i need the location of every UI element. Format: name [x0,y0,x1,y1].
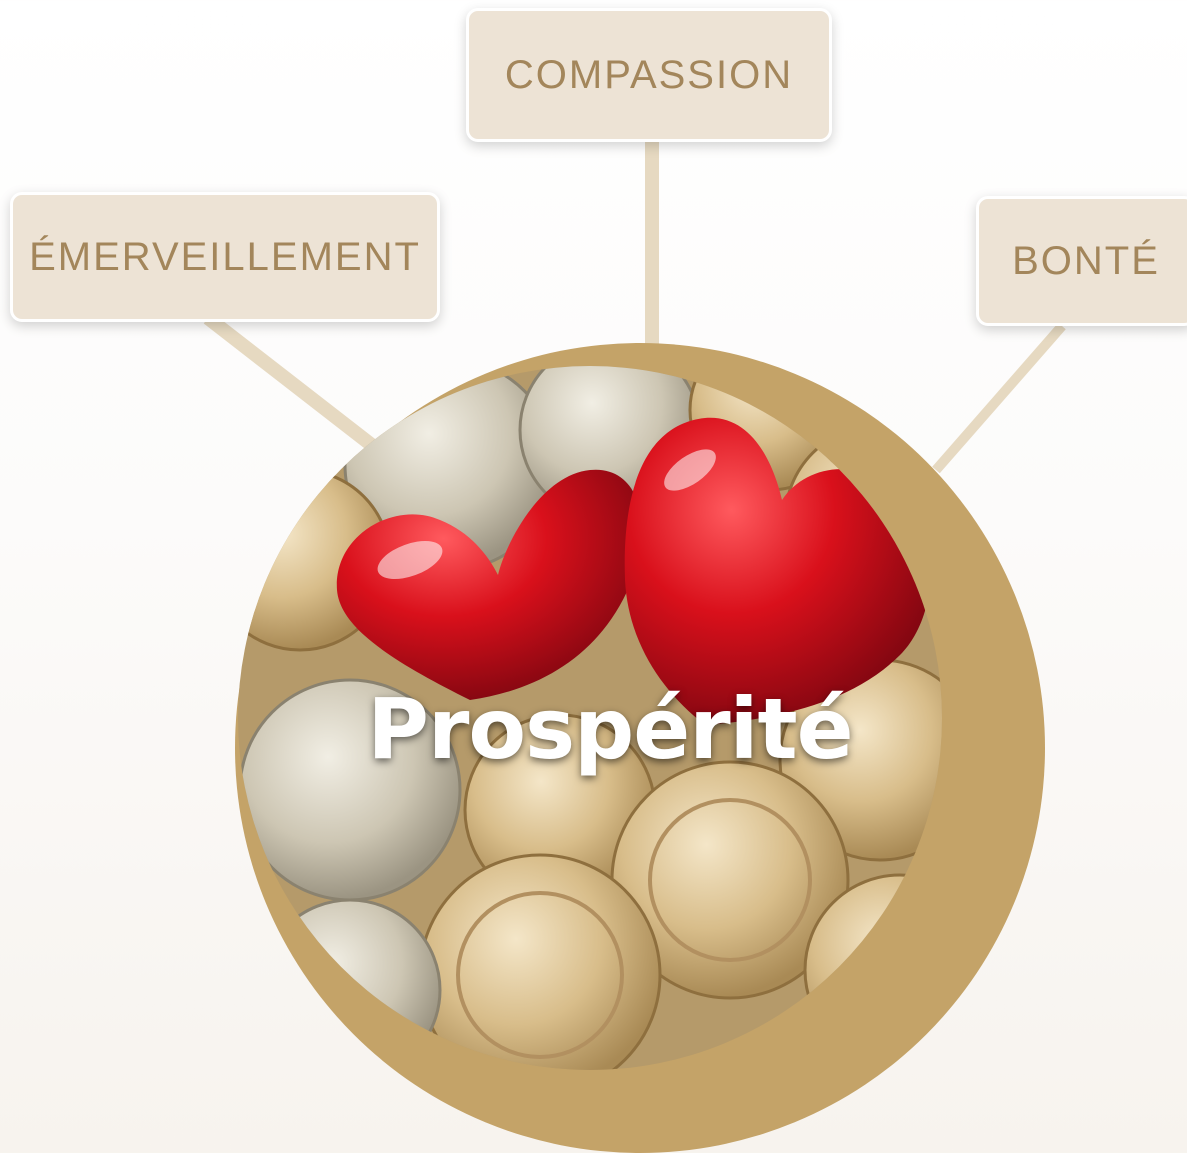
tag-compassion: COMPASSION [466,8,832,142]
tag-bonte: BONTÉ [976,196,1187,326]
hub-title: Prospérité [367,680,853,778]
connector-line-emerveillement [203,312,383,456]
connector-line-bonte [932,322,1066,474]
tag-emerveillement: ÉMERVEILLEMENT [10,192,440,322]
tag-compassion-label: COMPASSION [504,52,794,97]
tag-bonte-label: BONTÉ [1012,238,1160,283]
heart-right [624,417,931,725]
tag-emerveillement-label: ÉMERVEILLEMENT [29,234,421,279]
heart-left [336,469,642,700]
